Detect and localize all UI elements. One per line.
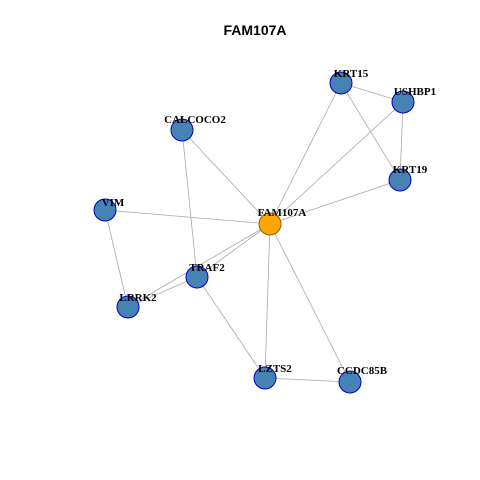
node-label-lrrk2: LRRK2 <box>119 292 157 304</box>
node-calcoco2[interactable] <box>170 118 194 142</box>
node-label-krt19: KRT19 <box>393 164 428 176</box>
node-ccdc85b[interactable] <box>338 370 362 394</box>
node-label-ushbp1: USHBP1 <box>394 86 436 98</box>
edge-fam107a-ccdc85b <box>269 223 351 383</box>
edge-fam107a-traf2 <box>196 223 271 278</box>
edge-fam107a-lzts2 <box>264 223 271 379</box>
edge-krt15-krt19 <box>340 82 401 181</box>
node-label-traf2: TRAF2 <box>189 262 225 274</box>
edge-fam107a-vim <box>104 209 271 225</box>
node-vim[interactable] <box>93 198 117 222</box>
node-krt15[interactable] <box>329 71 353 95</box>
edge-vim-lrrk2 <box>104 209 129 308</box>
node-label-vim: VIM <box>102 197 125 209</box>
edge-traf2-lrrk2 <box>127 276 198 308</box>
edge-traf2-lzts2 <box>196 276 266 379</box>
edge-ushbp1-krt19 <box>399 101 404 181</box>
node-fam107a[interactable] <box>258 212 282 236</box>
edge-fam107a-lrrk2 <box>127 223 271 308</box>
nodes-layer <box>93 71 415 394</box>
diagram-title: FAM107A <box>223 22 286 38</box>
node-traf2[interactable] <box>185 265 209 289</box>
node-label-fam107a: FAM107A <box>258 207 307 219</box>
edge-calcoco2-traf2 <box>181 129 198 278</box>
node-label-calcoco2: CALCOCO2 <box>164 114 226 126</box>
edge-fam107a-calcoco2 <box>181 129 271 225</box>
node-label-krt15: KRT15 <box>334 68 369 80</box>
edges-layer <box>104 82 404 383</box>
node-label-lzts2: LZTS2 <box>258 363 292 375</box>
edge-fam107a-krt19 <box>269 179 401 225</box>
node-lrrk2[interactable] <box>116 295 140 319</box>
node-krt19[interactable] <box>388 168 412 192</box>
edge-lzts2-ccdc85b <box>264 377 351 383</box>
node-ushbp1[interactable] <box>391 90 415 114</box>
edge-fam107a-krt15 <box>269 82 342 225</box>
edge-fam107a-ushbp1 <box>269 101 404 225</box>
node-lzts2[interactable] <box>253 366 277 390</box>
node-label-ccdc85b: CCDC85B <box>337 365 388 377</box>
